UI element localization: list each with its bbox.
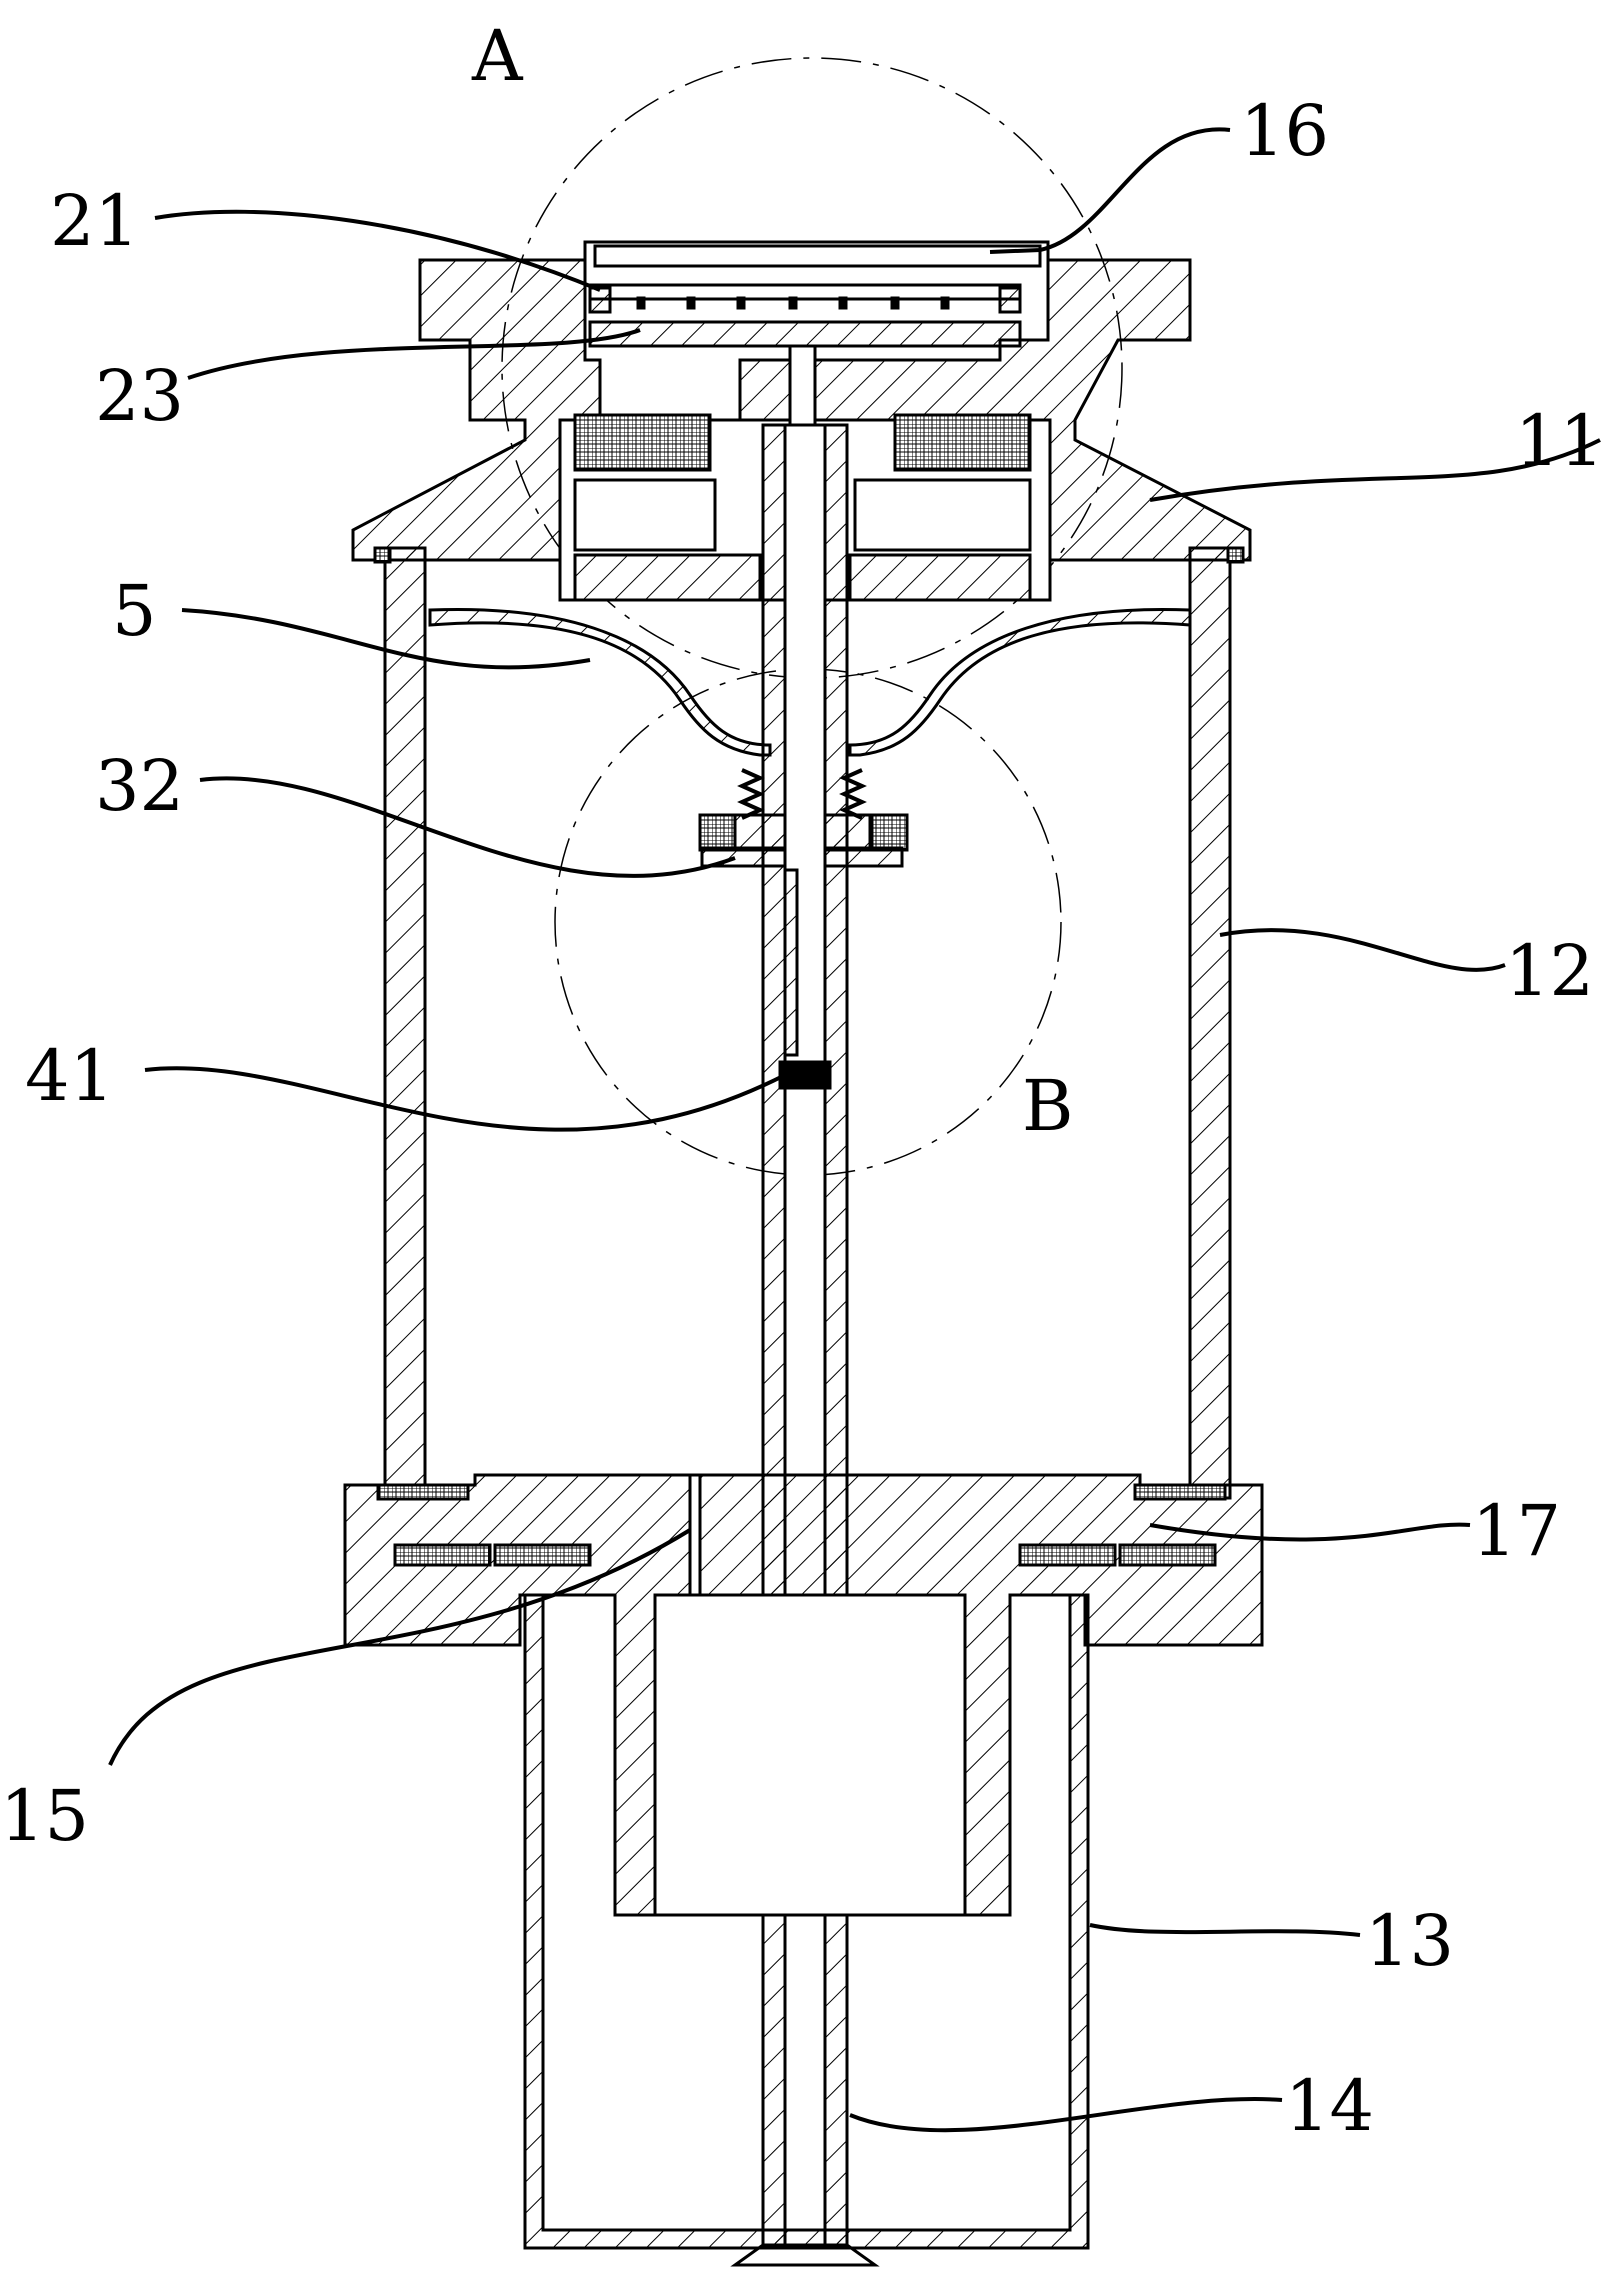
upper-housing-part-11 [351,240,1252,602]
detail-label-a: A [471,15,524,97]
central-shaft-part-14 [730,423,880,2267]
part-label-23: 23 [95,355,184,437]
part-label-12: 12 [1505,930,1594,1012]
part-label-5: 5 [112,570,157,652]
leader-lines [108,127,1601,2133]
part-label-15: 15 [0,1775,89,1857]
part-label-13: 13 [1365,1900,1454,1982]
screen-teeth [636,296,950,310]
lower-block-part-17 [343,1473,1264,1917]
part-label-11: 11 [1515,400,1604,482]
part-label-41: 41 [25,1035,114,1117]
part-label-17: 17 [1472,1490,1561,1572]
funnel-membrane-part-5 [428,607,772,757]
part-labels: 16 21 23 11 5 32 12 41 17 15 13 14 [0,90,1604,2147]
part-label-21: 21 [50,180,139,262]
part-label-16: 16 [1240,90,1329,172]
part-label-14: 14 [1285,2065,1374,2147]
part-label-32: 32 [95,745,184,827]
cylinder-part-12 [373,546,1245,1500]
detail-label-b: B [1022,1065,1073,1147]
outer-cup-part-13 [523,1593,1090,2250]
detail-circle-a [501,57,1123,679]
